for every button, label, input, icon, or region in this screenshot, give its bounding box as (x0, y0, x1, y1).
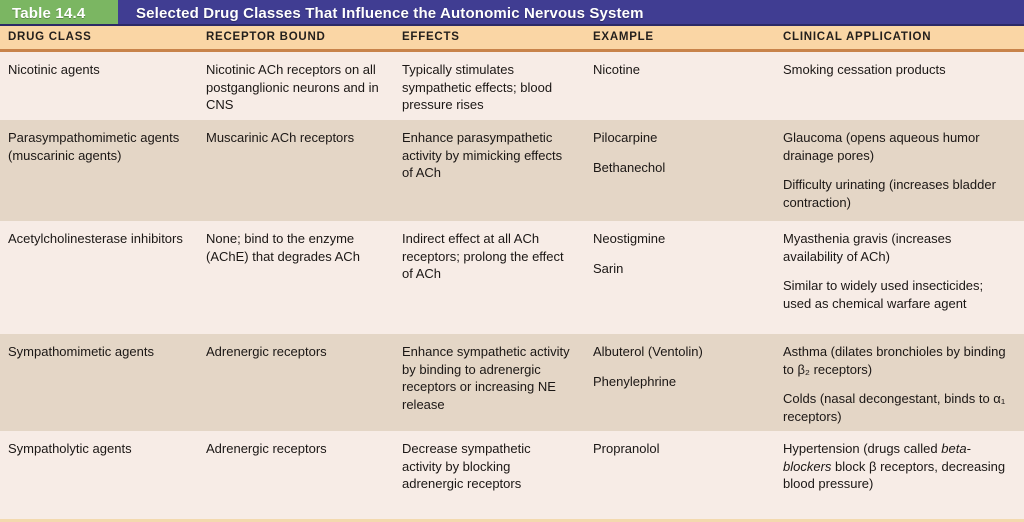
table-number-badge: Table 14.4 (0, 0, 118, 26)
table-title-bar: Table 14.4 Selected Drug Classes That In… (0, 0, 1024, 26)
clinical-application-item: Hypertension (drugs called beta-blockers… (783, 441, 1006, 491)
example-item: Albuterol (Ventolin) (593, 344, 703, 359)
table-row: Sympatholytic agents Adrenergic receptor… (0, 431, 1024, 518)
clinical-application-item: Glaucoma (opens aqueous humor drainage p… (783, 130, 980, 163)
cell-example: Propranolol (585, 440, 775, 518)
cell-clinical-application: Glaucoma (opens aqueous humor drainage p… (775, 129, 1024, 221)
table-row: Nicotinic agents Nicotinic ACh receptors… (0, 52, 1024, 120)
column-header-effects: EFFECTS (402, 30, 460, 43)
table-body: Nicotinic agents Nicotinic ACh receptors… (0, 52, 1024, 519)
clinical-application-item: Difficulty urinating (increases bladder … (783, 177, 996, 210)
example-item: Pilocarpine (593, 130, 658, 145)
clinical-application-item: Myasthenia gravis (increases availabilit… (783, 231, 952, 264)
cell-clinical-application: Myasthenia gravis (increases availabilit… (775, 230, 1024, 334)
cell-clinical-application: Smoking cessation products (775, 61, 1024, 120)
cell-receptor-bound: Adrenergic receptors (206, 441, 327, 456)
cell-drug-class: Sympatholytic agents (8, 441, 132, 456)
column-header-drug-class: DRUG CLASS (8, 30, 92, 43)
cell-receptor-bound: None; bind to the enzyme (AChE) that deg… (206, 231, 360, 264)
cell-receptor-bound: Muscarinic ACh receptors (206, 130, 355, 145)
example-item: Propranolol (593, 441, 660, 456)
cell-example: Albuterol (Ventolin) Phenylephrine (585, 343, 775, 431)
cell-clinical-application: Hypertension (drugs called beta-blockers… (775, 440, 1024, 518)
cell-example: Nicotine (585, 61, 775, 120)
cell-receptor-bound: Adrenergic receptors (206, 344, 327, 359)
cell-clinical-application: Asthma (dilates bronchioles by binding t… (775, 343, 1024, 431)
clinical-application-item: Smoking cessation products (783, 62, 946, 77)
cell-effects: Enhance parasympathetic activity by mimi… (402, 130, 563, 180)
example-item: Bethanechol (593, 159, 666, 175)
cell-drug-class: Acetylcholinesterase inhibitors (8, 231, 183, 246)
cell-drug-class: Sympathomimetic agents (8, 344, 154, 359)
clinical-application-item: Colds (nasal decongestant, binds to α₁ r… (783, 391, 1006, 424)
clinical-application-item: Similar to widely used insecticides; use… (783, 278, 984, 311)
example-item: Nicotine (593, 62, 640, 77)
cell-effects: Decrease sympathetic activity by blockin… (402, 441, 531, 491)
table-row: Acetylcholinesterase inhibitors None; bi… (0, 221, 1024, 334)
emphasized-term: beta-blockers (783, 441, 971, 474)
cell-effects: Typically stimulates sympathetic effects… (402, 62, 553, 112)
cell-effects: Indirect effect at all ACh receptors; pr… (402, 231, 564, 281)
cell-drug-class: Parasympathomimetic agents (muscarinic a… (8, 130, 180, 163)
example-item: Sarin (593, 260, 624, 276)
clinical-application-item: Asthma (dilates bronchioles by binding t… (783, 344, 1006, 377)
table-row: Parasympathomimetic agents (muscarinic a… (0, 120, 1024, 221)
cell-example: Pilocarpine Bethanechol (585, 129, 775, 221)
column-header-example: EXAMPLE (593, 30, 654, 43)
cell-effects: Enhance sympathetic activity by binding … (402, 344, 570, 412)
table-column-header-row: DRUG CLASS RECEPTOR BOUND EFFECTS EXAMPL… (0, 26, 1024, 52)
table-title: Selected Drug Classes That Influence the… (136, 4, 644, 22)
cell-drug-class: Nicotinic agents (8, 62, 100, 77)
table-row: Sympathomimetic agents Adrenergic recept… (0, 334, 1024, 431)
example-item: Neostigmine (593, 231, 666, 246)
cell-example: Neostigmine Sarin (585, 230, 775, 334)
column-header-clinical-application: CLINICAL APPLICATION (783, 30, 932, 43)
cell-receptor-bound: Nicotinic ACh receptors on all postgangl… (206, 62, 379, 112)
column-header-receptor-bound: RECEPTOR BOUND (206, 30, 326, 43)
example-item: Phenylephrine (593, 373, 677, 389)
